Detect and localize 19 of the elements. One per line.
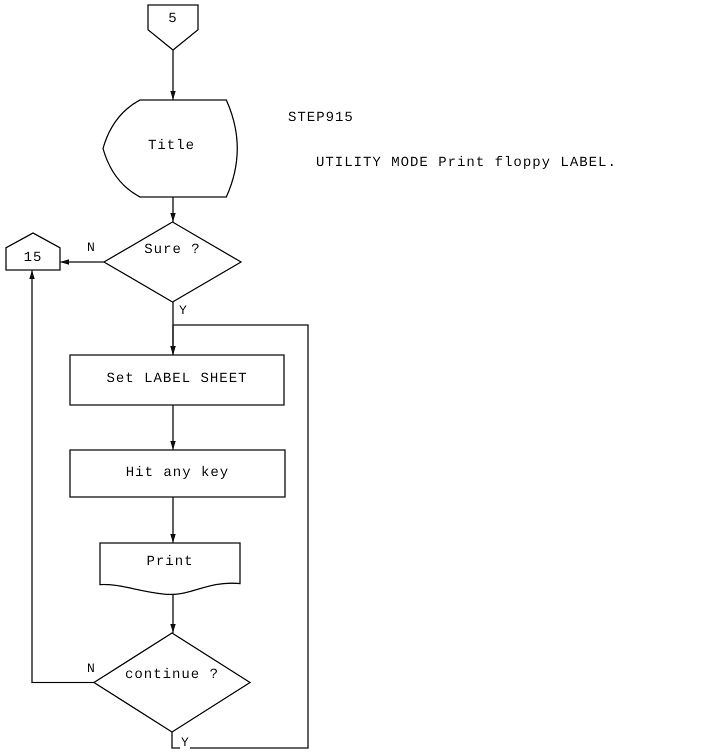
node-text: 15 [22,250,44,267]
step-number: STEP915 [288,110,354,126]
node-text: Set LABEL SHEET [105,371,249,388]
node-text: Hit any key [124,465,230,482]
node-text: continue ? [124,667,220,684]
arrow [170,595,176,633]
node-text: 5 [167,11,179,28]
arrow [170,497,176,543]
arrow [170,405,176,450]
node-text: Title [146,138,196,155]
arrow [170,50,176,100]
description-text: UTILITY MODE Print floppy LABEL. [316,155,617,171]
node-text: Sure ? [143,242,202,259]
arrow [29,270,94,684]
node-text: Print [145,554,194,571]
arrow [60,259,104,265]
arrow [170,324,309,749]
arrow [170,197,176,222]
edge-label: Y [180,736,190,750]
